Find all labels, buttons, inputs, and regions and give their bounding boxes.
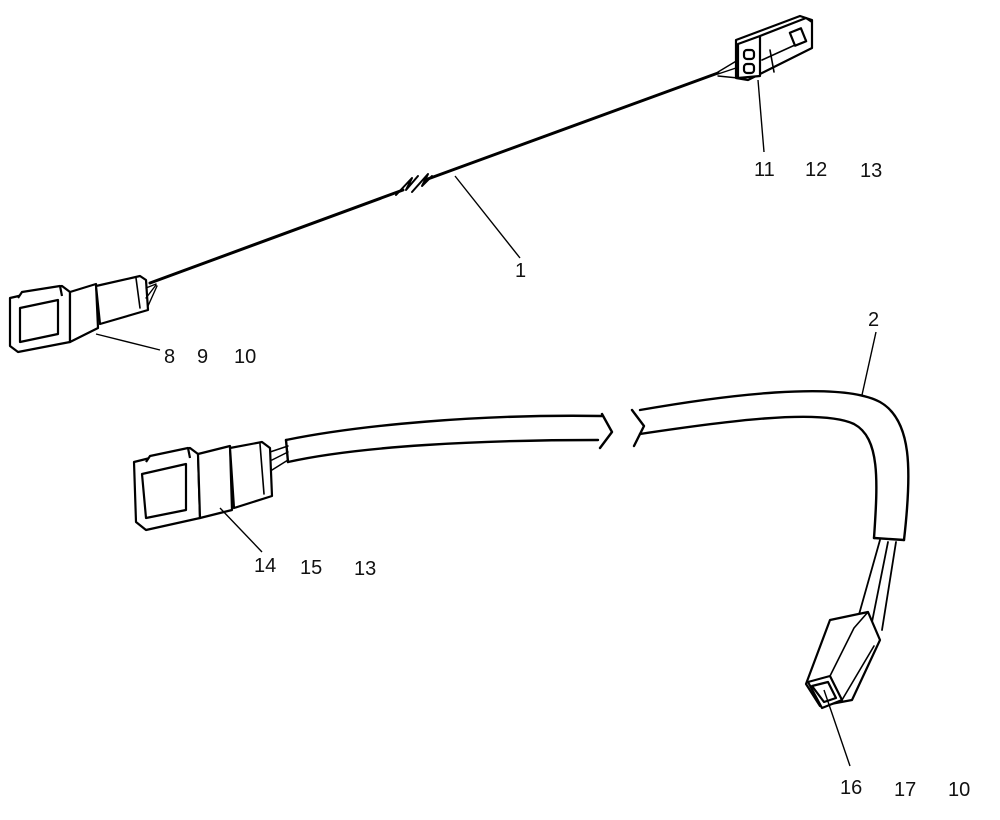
callout-13: 13	[860, 160, 882, 182]
harness-1-cable	[423, 71, 720, 182]
callout-14: 14	[254, 555, 276, 577]
callout-10-b: 10	[948, 779, 970, 801]
callout-12: 12	[805, 159, 827, 181]
connector-16-17-10	[804, 610, 882, 710]
callout-9: 9	[197, 346, 208, 368]
callout-17: 17	[894, 779, 916, 801]
harness-1-cable	[148, 188, 405, 285]
break-symbol	[598, 408, 646, 450]
leader-line	[454, 175, 521, 259]
callout-10: 10	[234, 346, 256, 368]
leader-line	[861, 331, 877, 396]
harness-1: 1 8 9 10 11 12 13	[8, 14, 882, 368]
leader-line	[757, 79, 765, 153]
callout-8: 8	[164, 346, 175, 368]
connector-11-12-13	[717, 14, 814, 82]
connector-8-9-10	[8, 274, 158, 354]
callout-15: 15	[300, 557, 322, 579]
leader-line	[95, 333, 161, 351]
callout-item-1: 1	[515, 260, 526, 282]
harness-2: 2 14 15 13 16 17 10	[132, 309, 970, 801]
harness-2-sheath	[284, 414, 604, 442]
callout-16: 16	[840, 777, 862, 799]
break-symbol	[395, 173, 433, 196]
leader-line	[219, 507, 263, 553]
connector-14-15-13	[132, 440, 289, 532]
callout-13-b: 13	[354, 558, 376, 580]
callout-item-2: 2	[868, 309, 879, 331]
harness-2-sheath	[638, 389, 910, 542]
callout-11: 11	[754, 159, 775, 181]
leader-line	[823, 689, 851, 767]
